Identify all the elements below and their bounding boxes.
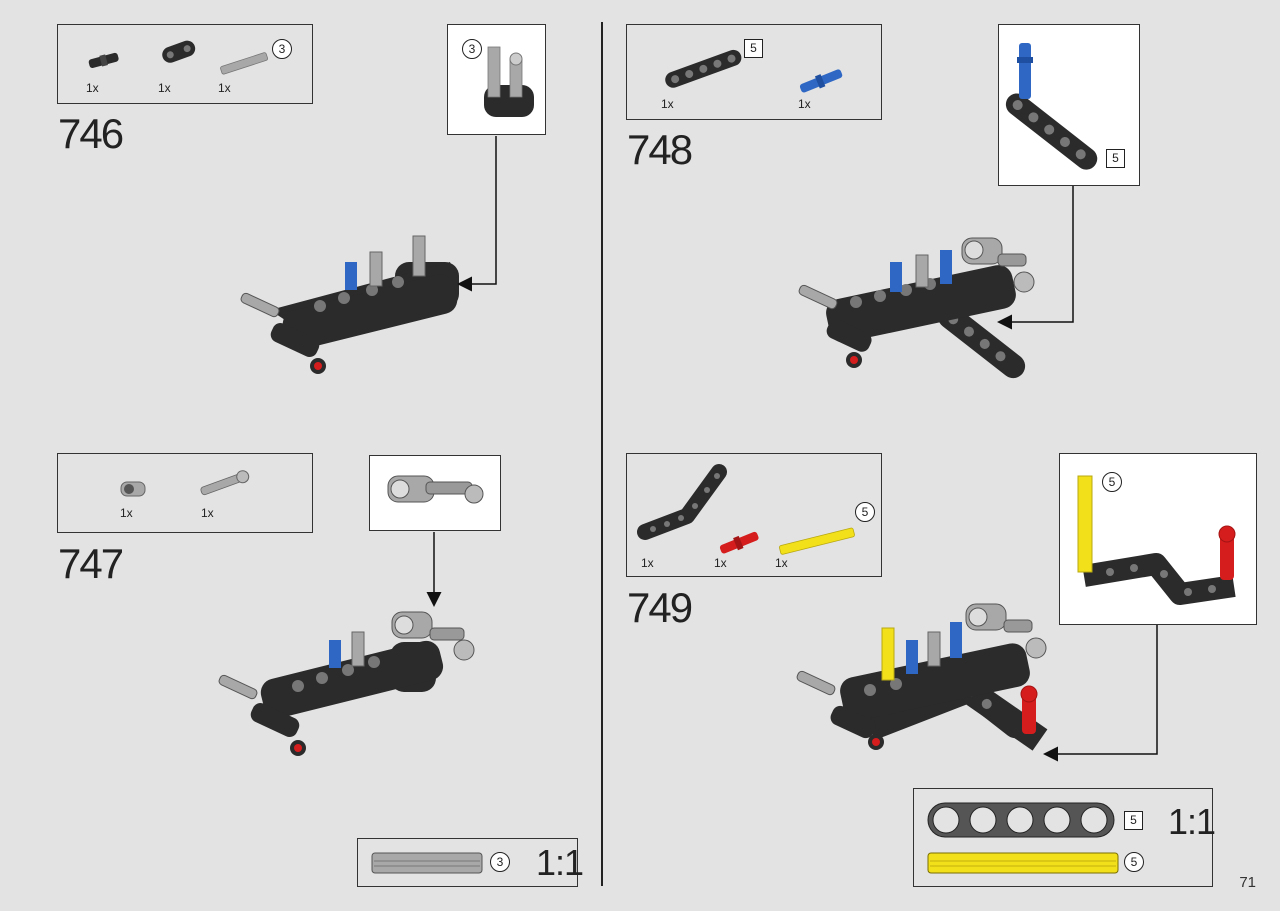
length-indicator: 5: [1124, 852, 1144, 872]
page-divider: [601, 22, 603, 886]
grey-axle-pin-icon: [200, 470, 250, 496]
callout-747: [369, 455, 501, 531]
qty-label: 1x: [218, 81, 231, 95]
blue-axle-pin-icon: [799, 69, 843, 93]
step-number-746: 746: [58, 110, 124, 157]
black-bent-liftarm-icon: [637, 464, 727, 540]
length-indicator: 5: [1102, 472, 1122, 492]
assembly-746: [240, 235, 459, 374]
scale-label: 1:1: [536, 842, 584, 883]
page-number: 71: [1239, 874, 1256, 891]
parts-list-747: 1x 1x: [57, 453, 313, 533]
assembly-747: [218, 611, 475, 756]
qty-label: 1x: [714, 556, 727, 570]
callout-746: 3: [447, 24, 546, 135]
qty-label: 1x: [120, 506, 133, 520]
scale-reference-art: [927, 802, 1119, 874]
assembly-748: [798, 237, 1035, 379]
qty-label: 1x: [641, 556, 654, 570]
callout-748-art: [1005, 43, 1098, 170]
length-indicator: 5: [1124, 811, 1143, 830]
black-liftarm-5-icon: [665, 49, 742, 88]
parts-list-748: 1x 1x 5: [626, 24, 882, 120]
yellow-axle-5-icon: [779, 527, 855, 555]
axle-3-outline-icon: [371, 852, 483, 874]
scale-reference-beam-axle: 5 5 1:1: [913, 788, 1216, 887]
black-connector-pin-icon: [88, 52, 119, 69]
callout-748: 5: [998, 24, 1140, 186]
qty-label: 1x: [201, 506, 214, 520]
length-indicator: 5: [1106, 149, 1125, 168]
assembly-749: [796, 603, 1048, 751]
red-axle-pin-icon: [719, 531, 759, 554]
parts-list-748-art: [665, 49, 843, 93]
black-thin-liftarm-2-icon: [162, 40, 196, 63]
qty-label: 1x: [798, 97, 811, 111]
yellow-axle-5-outline-icon: [927, 852, 1119, 874]
length-indicator: 3: [462, 39, 482, 59]
parts-list-746: 1x 1x 1x 3: [57, 24, 313, 104]
qty-label: 1x: [775, 556, 788, 570]
step-number-749: 749: [627, 584, 693, 631]
callout-749: 5: [1059, 453, 1257, 625]
length-indicator: 3: [272, 39, 292, 59]
length-indicator: 5: [855, 502, 875, 522]
length-indicator: 3: [490, 852, 510, 872]
callout-746-art: [484, 46, 534, 117]
parts-list-747-art: [120, 470, 250, 497]
parts-list-749-art: [637, 464, 855, 555]
qty-label: 1x: [158, 81, 171, 95]
scale-reference-axle: 3 1:1: [357, 838, 584, 887]
grey-angle-connector-icon: [120, 481, 146, 497]
step-number-747: 747: [58, 540, 124, 587]
parts-list-749: 1x 1x 1x 5: [626, 453, 882, 577]
liftarm-5-outline-icon: [927, 802, 1115, 838]
callout-747-art: [387, 475, 484, 504]
qty-label: 1x: [86, 81, 99, 95]
step-number-748: 748: [627, 126, 693, 173]
callout-749-art: [1077, 475, 1236, 605]
scale-label: 1:1: [1168, 801, 1216, 842]
grey-axle-3-icon: [220, 52, 269, 75]
length-indicator: 5: [744, 39, 763, 58]
qty-label: 1x: [661, 97, 674, 111]
parts-list-746-art: [88, 40, 269, 75]
